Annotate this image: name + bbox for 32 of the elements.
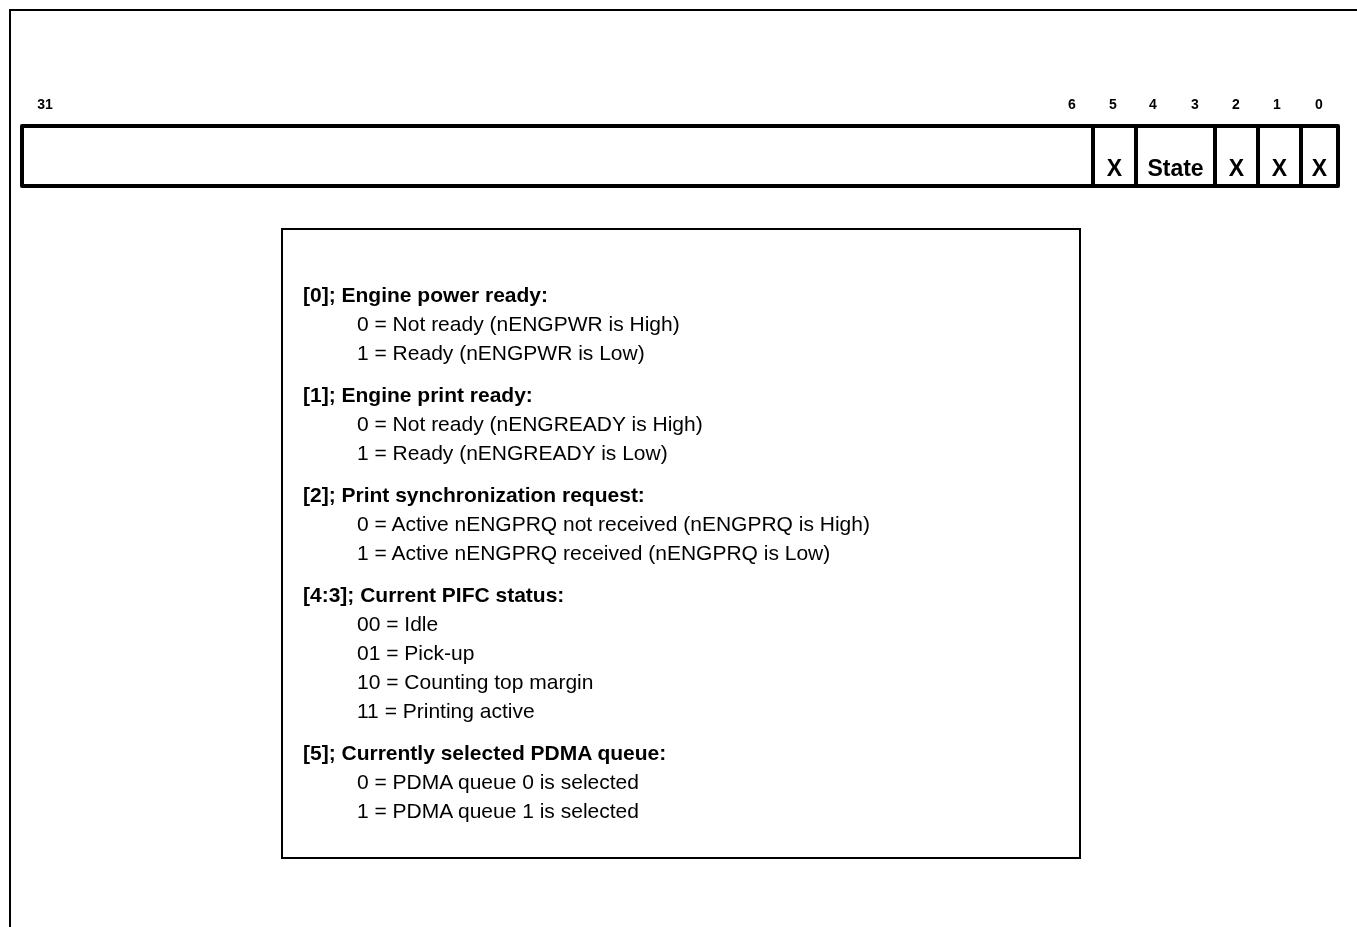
- field-value: 11 = Printing active: [356, 698, 536, 724]
- field-value: 10 = Counting top margin: [356, 669, 595, 695]
- bit-number: 5: [1109, 96, 1117, 112]
- field-value: 1 = Ready (nENGREADY is Low): [356, 440, 669, 466]
- field-value: 01 = Pick-up: [356, 640, 476, 666]
- description-panel: [281, 228, 1081, 859]
- bit-number: 3: [1191, 96, 1199, 112]
- field-value: 0 = Not ready (nENGREADY is High): [356, 411, 704, 437]
- register-field: X: [1256, 128, 1299, 184]
- field-heading: [5]; Currently selected PDMA queue:: [303, 740, 668, 766]
- register-field: X: [1213, 128, 1256, 184]
- field-value: 1 = PDMA queue 1 is selected: [356, 798, 640, 824]
- field-heading: [0]; Engine power ready:: [303, 282, 550, 308]
- register-bar: [20, 124, 1340, 188]
- bit-number: 0: [1315, 96, 1323, 112]
- bit-number: 6: [1068, 96, 1076, 112]
- bit-number: 2: [1232, 96, 1240, 112]
- field-heading: [2]; Print synchronization request:: [303, 482, 646, 508]
- register-field: X: [1299, 128, 1336, 184]
- field-value: 1 = Active nENGPRQ received (nENGPRQ is Low): [356, 540, 832, 566]
- register-field: X: [1091, 128, 1134, 184]
- bit-number: 4: [1149, 96, 1157, 112]
- field-value: 0 = Active nENGPRQ not received (nENGPRQ is High): [356, 511, 871, 537]
- bit-number: 1: [1273, 96, 1281, 112]
- field-value: 00 = Idle: [356, 611, 440, 637]
- bit-number: 31: [37, 96, 53, 112]
- field-value: 0 = Not ready (nENGPWR is High): [356, 311, 681, 337]
- field-heading: [4:3]; Current PIFC status:: [303, 582, 566, 608]
- field-heading: [1]; Engine print ready:: [303, 382, 534, 408]
- field-value: 1 = Ready (nENGPWR is Low): [356, 340, 646, 366]
- register-field: State: [1134, 128, 1213, 184]
- field-value: 0 = PDMA queue 0 is selected: [356, 769, 640, 795]
